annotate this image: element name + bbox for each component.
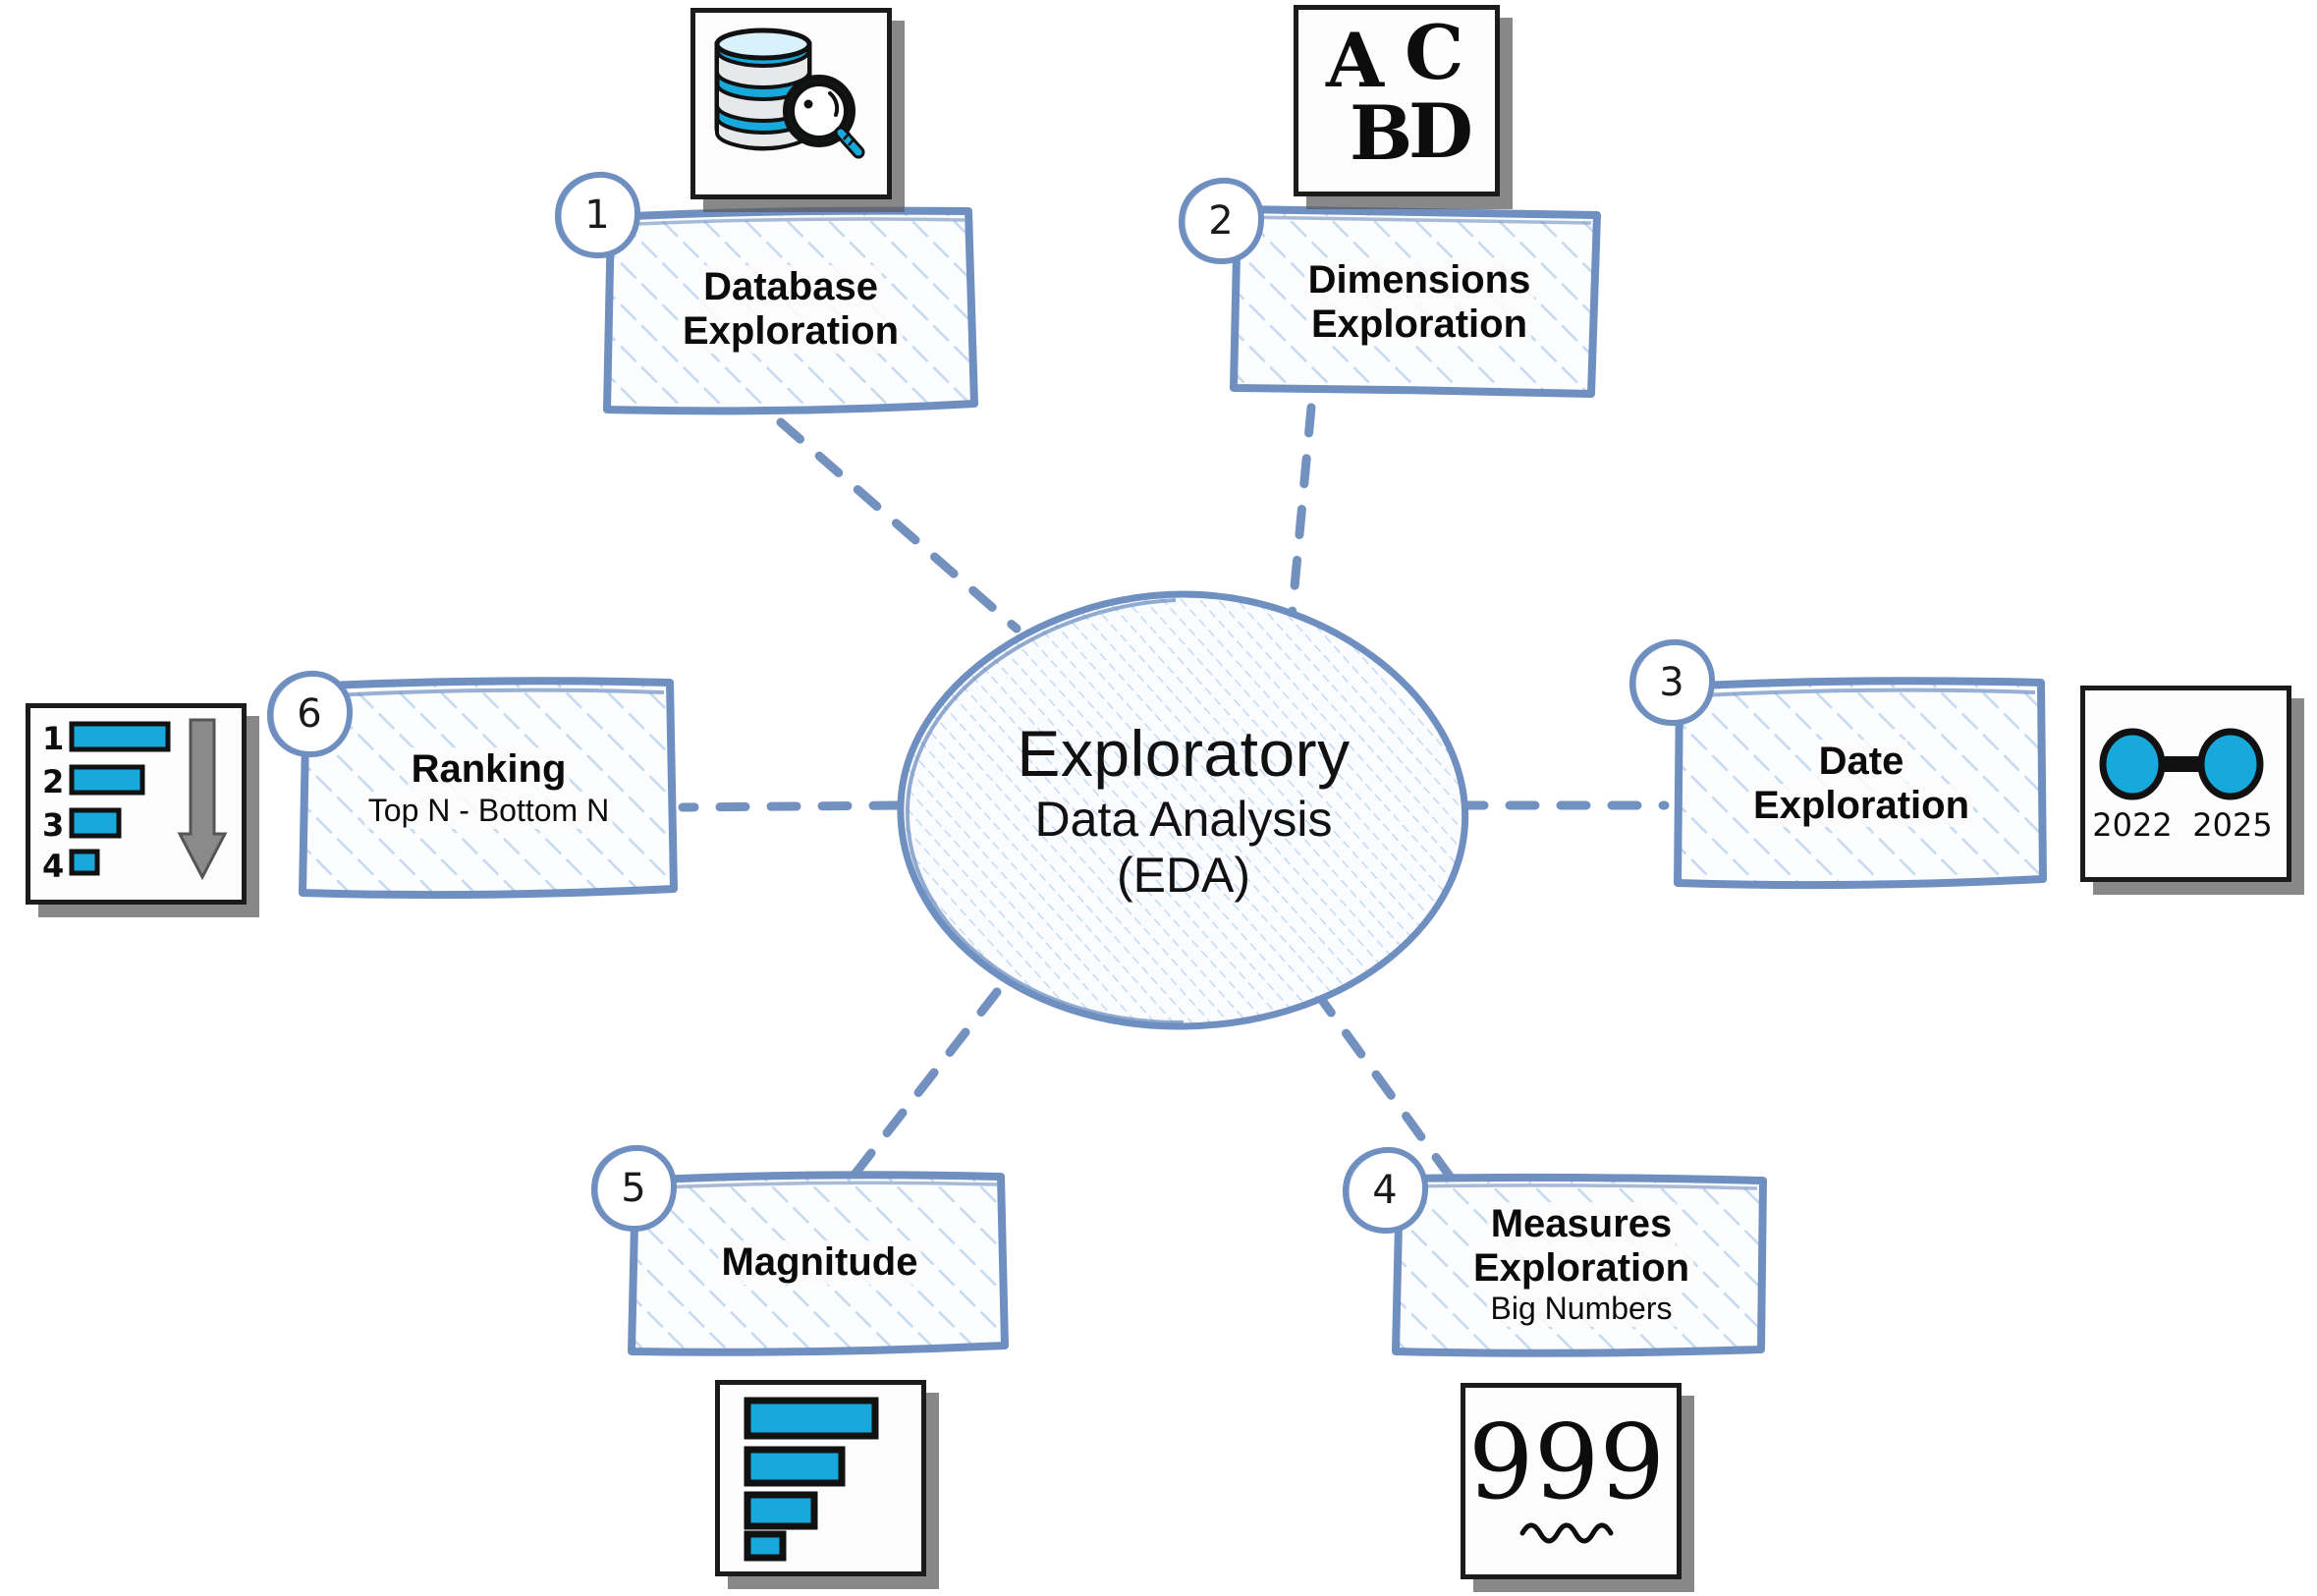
- badge-5[interactable]: 5: [587, 1142, 680, 1235]
- node-title-line1: Database: [699, 265, 882, 309]
- badge-3[interactable]: 3: [1626, 636, 1718, 729]
- node-title-line2: Exploration: [678, 309, 904, 354]
- badge-4-number: 4: [1372, 1168, 1398, 1213]
- rank-3: 3: [42, 806, 64, 844]
- rank-1: 1: [42, 720, 64, 757]
- node-date-exploration[interactable]: Date Exploration: [1670, 673, 2053, 894]
- node-ranking-label: Ranking Top N - Bottom N: [295, 673, 683, 904]
- node-subtitle: Top N - Bottom N: [363, 793, 614, 829]
- date-range-dumbbell-icon-card: 2022 2025: [2080, 686, 2291, 882]
- node-title-line1: Date: [1814, 739, 1908, 784]
- date-end-label: 2025: [2192, 806, 2272, 844]
- badge-1[interactable]: 1: [551, 169, 643, 261]
- node-title-line2: Exploration: [1748, 783, 1974, 828]
- database-magnifier-icon: [714, 28, 865, 159]
- rank-bar-3: [69, 807, 122, 839]
- badge-circle-icon: [266, 670, 354, 758]
- bar-chart-magnitude-icon-card: [715, 1380, 926, 1576]
- bar-4: [744, 1530, 787, 1562]
- badge-3-number: 3: [1659, 660, 1684, 705]
- bar-chart-magnitude-icon: [744, 1397, 879, 1562]
- node-subtitle: Big Numbers: [1486, 1292, 1677, 1328]
- letter-a: A: [1325, 17, 1385, 104]
- badge-circle-icon: [554, 171, 641, 259]
- rank-2: 2: [42, 763, 64, 800]
- badge-6-number: 6: [297, 691, 322, 737]
- date-range-dumbbell-icon: 2022 2025: [2092, 728, 2273, 844]
- node-title-line1: Magnitude: [717, 1240, 922, 1285]
- rank-bar-1: [69, 721, 171, 752]
- node-measures-label: Measures Exploration Big Numbers: [1390, 1169, 1773, 1360]
- letter-b: B: [1350, 89, 1412, 177]
- database-magnifier-icon-card: [690, 8, 892, 199]
- down-arrow-icon: [177, 718, 228, 881]
- big-number-999-icon-card: 999: [1461, 1383, 1682, 1579]
- node-title-line1: Measures: [1486, 1201, 1677, 1246]
- ranked-bars-arrow-icon: 1 2 3 4: [42, 718, 228, 885]
- big-number-999-icon: 999: [1468, 1403, 1665, 1544]
- node-measures-exploration[interactable]: Measures Exploration Big Numbers: [1390, 1169, 1773, 1360]
- node-date-label: Date Exploration: [1670, 673, 2053, 894]
- rank-bar-4: [69, 849, 100, 876]
- letter-d: D: [1408, 87, 1473, 175]
- badge-5-number: 5: [621, 1166, 646, 1211]
- node-title-line2: Exploration: [1306, 302, 1532, 347]
- badge-2-number: 2: [1208, 198, 1234, 244]
- letters-abcd-icon: A C B D: [1325, 10, 1473, 177]
- node-database-label: Database Exploration: [599, 201, 982, 417]
- node-title-line2: Exploration: [1468, 1245, 1694, 1291]
- badge-2[interactable]: 2: [1175, 175, 1267, 267]
- hub-line-3: (EDA): [1116, 847, 1251, 903]
- badge-circle-icon: [1178, 177, 1265, 265]
- node-dimensions-exploration[interactable]: Dimensions Exploration: [1228, 201, 1611, 403]
- big-number-value: 999: [1468, 1403, 1665, 1522]
- letters-abcd-icon-card: A C B D: [1294, 5, 1500, 196]
- rank-4: 4: [42, 848, 64, 885]
- node-magnitude-label: Magnitude: [626, 1167, 1014, 1358]
- node-magnitude[interactable]: Magnitude: [626, 1167, 1014, 1358]
- bar-3: [744, 1491, 818, 1530]
- badge-4[interactable]: 4: [1339, 1144, 1431, 1237]
- bar-2: [744, 1446, 846, 1487]
- badge-circle-icon: [590, 1144, 678, 1233]
- connector-to-ranking: [678, 800, 904, 812]
- date-start-label: 2022: [2092, 806, 2172, 844]
- letter-c: C: [1405, 10, 1464, 96]
- rank-bar-2: [69, 764, 145, 796]
- badge-circle-icon: [1628, 638, 1716, 727]
- hub-text-block: Exploratory Data Analysis (EDA): [889, 584, 1478, 1036]
- node-database-exploration[interactable]: Database Exploration: [599, 201, 982, 417]
- hub-line-2: Data Analysis: [1034, 792, 1333, 848]
- hub-exploratory-data-analysis[interactable]: Exploratory Data Analysis (EDA): [889, 584, 1478, 1036]
- bar-1: [744, 1397, 879, 1440]
- node-title-line1: Ranking: [407, 747, 571, 792]
- node-ranking[interactable]: Ranking Top N - Bottom N: [295, 673, 683, 904]
- node-title-line1: Dimensions: [1303, 257, 1535, 303]
- badge-1-number: 1: [584, 193, 610, 238]
- hub-ellipse-shape: [897, 590, 1469, 1030]
- badge-6[interactable]: 6: [263, 668, 356, 760]
- node-dimensions-label: Dimensions Exploration: [1228, 201, 1611, 403]
- squiggle-underline-icon: [1519, 1522, 1614, 1544]
- ranked-bars-arrow-icon-card: 1 2 3 4: [26, 703, 247, 905]
- hub-line-1: Exploratory: [1017, 716, 1351, 790]
